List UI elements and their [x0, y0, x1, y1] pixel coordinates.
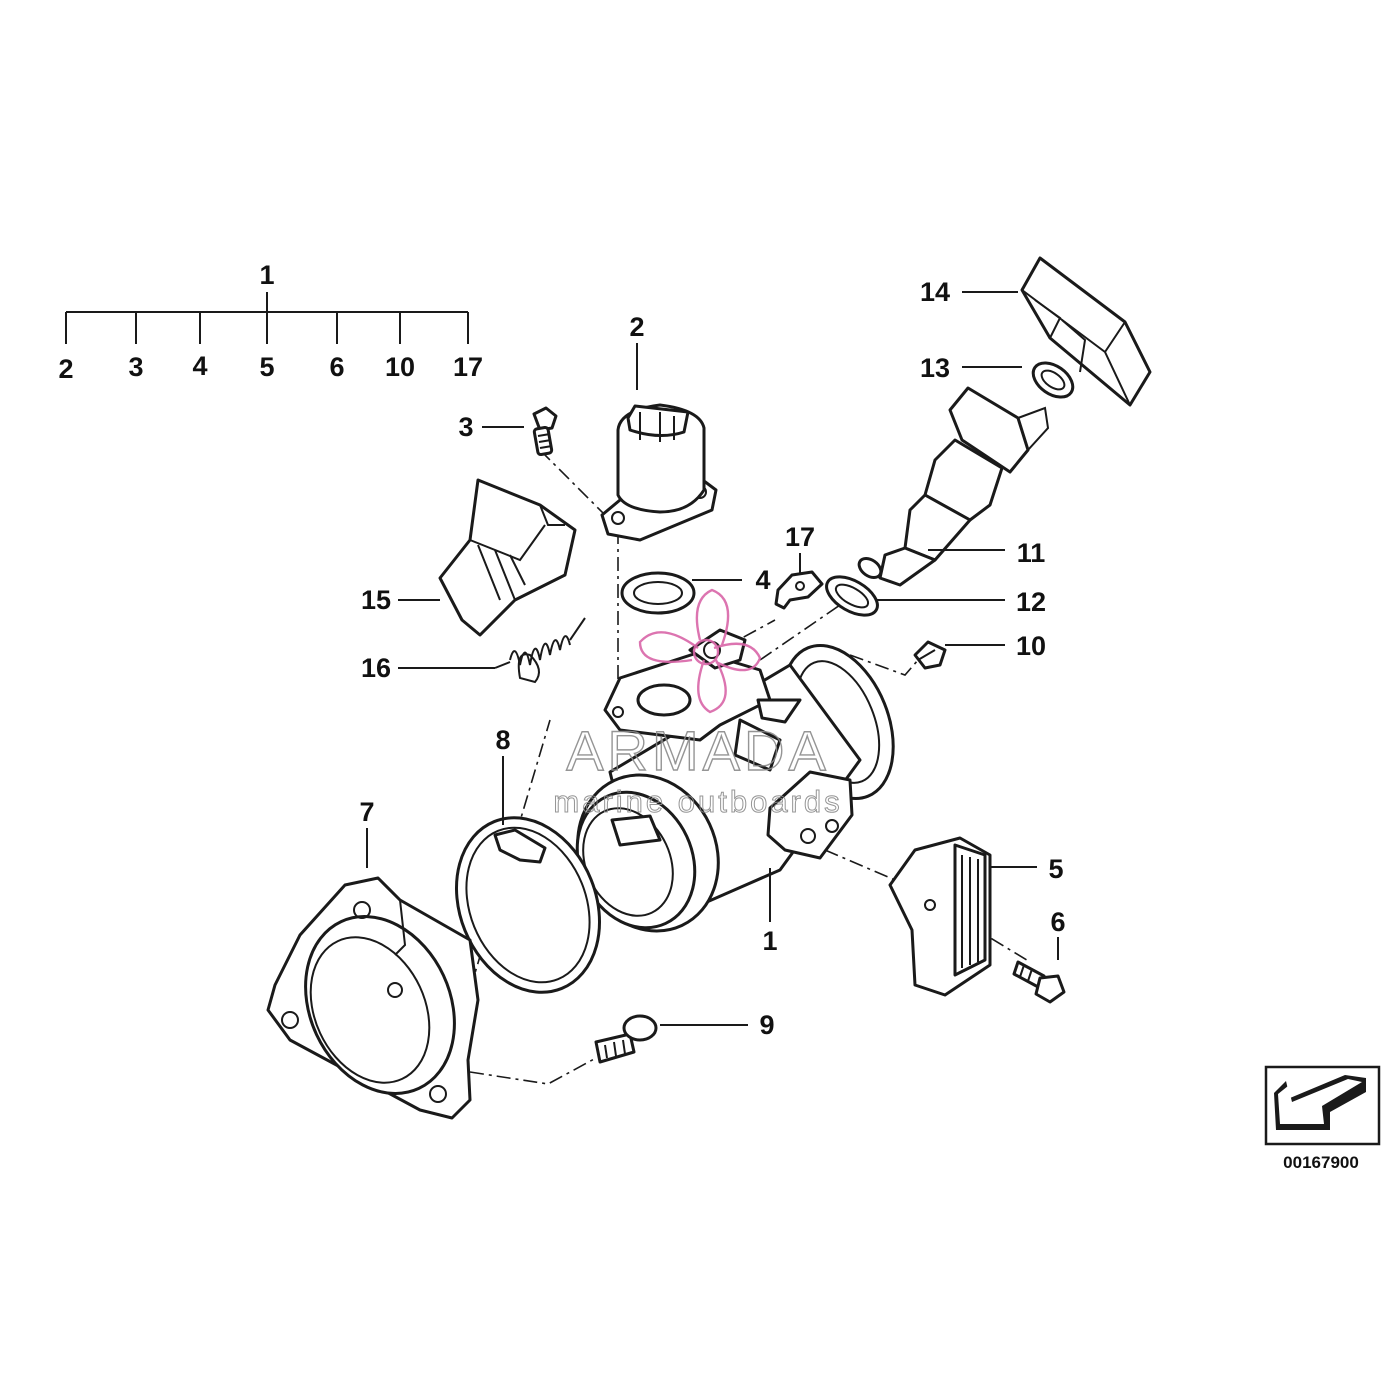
- part-4-seal: [620, 571, 696, 615]
- part-11-actuator: [857, 386, 1050, 587]
- callout-5: 5: [1048, 854, 1063, 884]
- part-9-bolt: [594, 1014, 658, 1064]
- leader-lines: [366, 291, 1059, 1026]
- tree-child-label: 3: [128, 352, 143, 382]
- callout-4: 4: [755, 565, 770, 595]
- tree-root-label: 1: [259, 260, 274, 290]
- part-12-gasket: [825, 575, 879, 617]
- part-5-sensor: [888, 836, 992, 997]
- direction-arrow-icon: [1264, 1065, 1381, 1146]
- part-16-spring: [494, 617, 586, 684]
- part-14-cover: [1020, 256, 1152, 407]
- tree-child-label: 17: [453, 352, 483, 382]
- tree-child-label: 2: [58, 354, 73, 384]
- callout-9: 9: [759, 1010, 774, 1040]
- tree-child-label: 10: [385, 352, 415, 382]
- part-6-screw: [1012, 960, 1066, 1004]
- part-17-clip: [774, 570, 824, 610]
- callout-3: 3: [458, 412, 473, 442]
- callout-6: 6: [1050, 907, 1065, 937]
- flower-logo-icon: [638, 588, 762, 714]
- part-8-clamp: [455, 816, 601, 994]
- callout-2: 2: [629, 312, 644, 342]
- document-number: 00167900: [1283, 1153, 1359, 1172]
- part-10-plug: [913, 640, 947, 670]
- part-7-flange: [266, 876, 480, 1120]
- part-1-throttle-body: [575, 628, 895, 933]
- watermark-tagline: marine outboards: [553, 784, 842, 819]
- callout-7: 7: [359, 797, 374, 827]
- callout-15: 15: [361, 585, 391, 615]
- part-2-motor: [600, 403, 718, 542]
- watermark-logo: ARMADA marine outboards: [553, 588, 842, 820]
- callout-11: 11: [1017, 538, 1046, 568]
- callout-13: 13: [920, 353, 950, 383]
- assembly-tree: 1 2 3 4 5 6 10 17: [58, 260, 483, 384]
- part-3-screw: [532, 406, 558, 457]
- callout-14: 14: [920, 277, 950, 307]
- callout-17: 17: [785, 522, 815, 552]
- tree-child-label: 4: [192, 351, 207, 381]
- callout-12: 12: [1016, 587, 1046, 617]
- callout-8: 8: [495, 725, 510, 755]
- callout-labels: 2 3 4 14 13 11 12 10 17 15 16 8 7 1 5 6 …: [359, 277, 1065, 1040]
- part-15-bracket: [438, 478, 577, 637]
- callout-16: 16: [361, 653, 391, 683]
- watermark-brand: ARMADA: [566, 719, 830, 782]
- tree-child-label: 6: [329, 352, 344, 382]
- callout-10: 10: [1016, 631, 1046, 661]
- tree-child-label: 5: [259, 352, 274, 382]
- callout-1: 1: [762, 926, 777, 956]
- part-13-oring: [1031, 361, 1075, 399]
